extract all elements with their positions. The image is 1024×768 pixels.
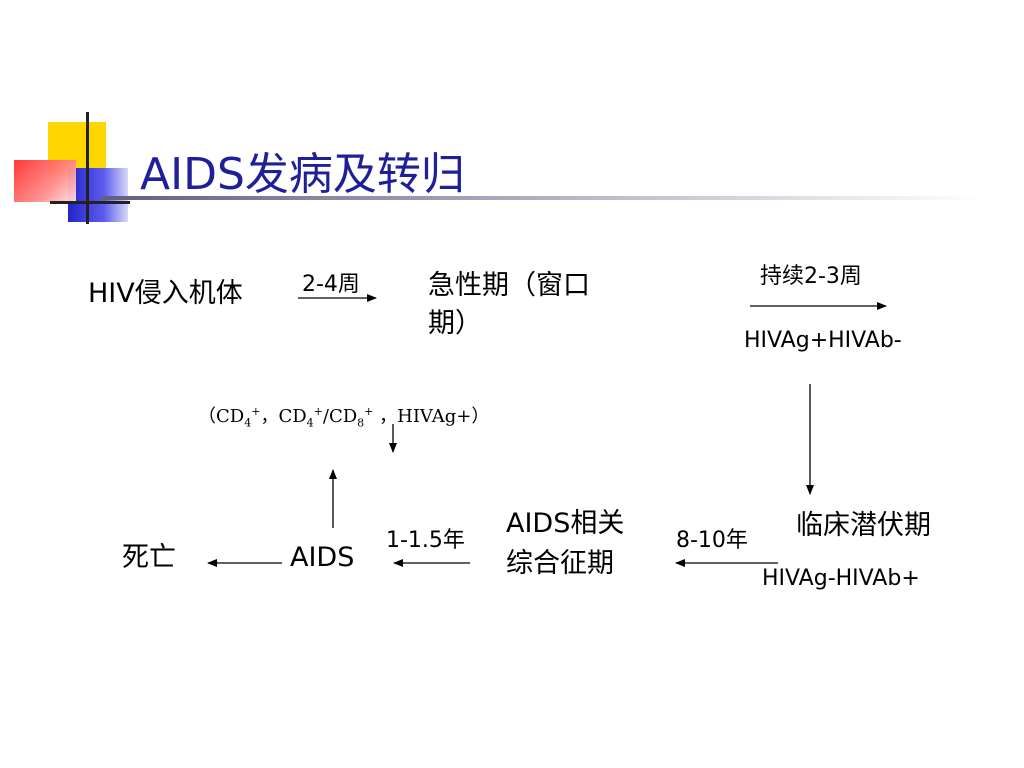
node-aids: AIDS [290, 542, 355, 573]
vertical-line-decoration [86, 112, 89, 224]
node-acute-line2: 期） [428, 308, 482, 339]
blue-square-decoration [68, 168, 128, 222]
label-latent-markers: HIVAg-HIVAb+ [762, 566, 920, 591]
label-entry-to-acute: 2-4周 [302, 272, 360, 297]
node-related-line1: AIDS相关 [506, 508, 625, 539]
node-acute-line1: 急性期（窗口 [428, 270, 590, 301]
node-hiv-entry: HIV侵入机体 [88, 278, 243, 309]
node-related-line2: 综合征期 [506, 548, 614, 579]
red-square-decoration [14, 160, 76, 202]
label-acute-duration: 持续2-3周 [760, 264, 862, 289]
label-latent-to-related: 8-10年 [676, 528, 748, 553]
immune-markers: （CD4+，CD4+/CD8+ ，HIVAg+） [198, 405, 490, 430]
slide-title: AIDS发病及转归 [140, 149, 465, 200]
label-acute-markers: HIVAg+HIVAb- [744, 328, 902, 353]
title-underline [100, 196, 980, 200]
label-related-to-aids: 1-1.5年 [386, 528, 465, 553]
node-death: 死亡 [122, 542, 176, 573]
node-clinical-latent: 临床潜伏期 [796, 510, 931, 541]
horizontal-line-decoration [50, 201, 130, 204]
